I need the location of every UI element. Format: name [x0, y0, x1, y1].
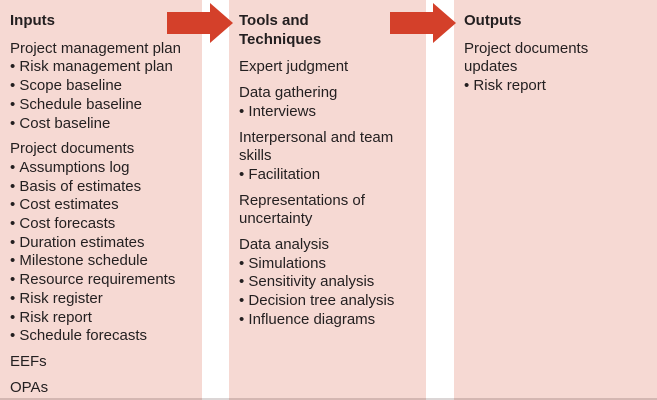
list-item: Cost estimates	[10, 196, 192, 215]
right-arrow-icon	[390, 3, 456, 43]
group-label: Interpersonal and team skills	[239, 128, 394, 165]
list-item: Scope baseline	[10, 77, 192, 96]
group-label: Data analysis	[239, 236, 330, 254]
list-item: Sensitivity analysis	[239, 273, 416, 292]
right-arrow-icon	[167, 3, 233, 43]
list-item: Interviews	[239, 103, 416, 122]
bullet-list: Risk report	[464, 77, 647, 96]
tt-group-expert-judgment: Expert judgment	[239, 58, 416, 77]
list-item: Schedule forecasts	[10, 327, 192, 346]
right-arrow-shape	[390, 3, 456, 43]
group-label: Project management plan	[10, 39, 181, 57]
tools-and-techniques-panel: Tools and Techniques Expert judgment Dat…	[229, 0, 426, 400]
group-label: Project documents updates	[464, 39, 589, 76]
list-item: Risk management plan	[10, 58, 192, 77]
group-label: Expert judgment	[239, 58, 349, 76]
input-group-project-management-plan: Project management plan Risk management …	[10, 40, 192, 134]
inputs-title: Inputs	[10, 12, 55, 29]
list-item: Simulations	[239, 255, 416, 274]
outputs-panel: Outputs Project documents updates Risk r…	[454, 0, 657, 400]
list-item: Influence diagrams	[239, 311, 416, 330]
bullet-list: Simulations Sensitivity analysis Decisio…	[239, 255, 416, 330]
bullet-list: Interviews	[239, 103, 416, 122]
list-item: Duration estimates	[10, 234, 192, 253]
group-label: Project documents	[10, 140, 135, 158]
list-item: Decision tree analysis	[239, 292, 416, 311]
tt-group-interpersonal-team-skills: Interpersonal and team skills Facilitati…	[239, 129, 416, 185]
list-item: Cost baseline	[10, 115, 192, 134]
list-item: Risk report	[10, 309, 192, 328]
bullet-list: Assumptions log Basis of estimates Cost …	[10, 159, 192, 346]
list-item: Basis of estimates	[10, 178, 192, 197]
group-label: Representations of uncertainty	[239, 191, 365, 228]
tt-group-data-analysis: Data analysis Simulations Sensitivity an…	[239, 236, 416, 330]
tools-and-techniques-title: Tools and Techniques	[239, 12, 322, 48]
input-group-project-documents: Project documents Assumptions log Basis …	[10, 140, 192, 346]
group-label: OPAs	[10, 378, 49, 396]
group-label: EEFs	[10, 352, 47, 370]
list-item: Risk register	[10, 290, 192, 309]
list-item: Facilitation	[239, 166, 416, 185]
bottom-edge-divider	[0, 398, 657, 400]
right-arrow-shape	[167, 3, 233, 43]
list-item: Schedule baseline	[10, 96, 192, 115]
input-group-opas: OPAs	[10, 379, 192, 398]
input-group-eefs: EEFs	[10, 353, 192, 372]
tt-group-data-gathering: Data gathering Interviews	[239, 84, 416, 121]
tt-group-representations-of-uncertainty: Representations of uncertainty	[239, 192, 416, 229]
group-label: Data gathering	[239, 84, 338, 102]
list-item: Resource requirements	[10, 271, 192, 290]
list-item: Milestone schedule	[10, 252, 192, 271]
bullet-list: Risk management plan Scope baseline Sche…	[10, 58, 192, 133]
outputs-title: Outputs	[464, 12, 522, 29]
inputs-panel: Inputs Project management plan Risk mana…	[0, 0, 202, 400]
bullet-list: Facilitation	[239, 166, 416, 185]
output-group-project-documents-updates: Project documents updates Risk report	[464, 40, 647, 96]
list-item: Risk report	[464, 77, 647, 96]
list-item: Cost forecasts	[10, 215, 192, 234]
list-item: Assumptions log	[10, 159, 192, 178]
